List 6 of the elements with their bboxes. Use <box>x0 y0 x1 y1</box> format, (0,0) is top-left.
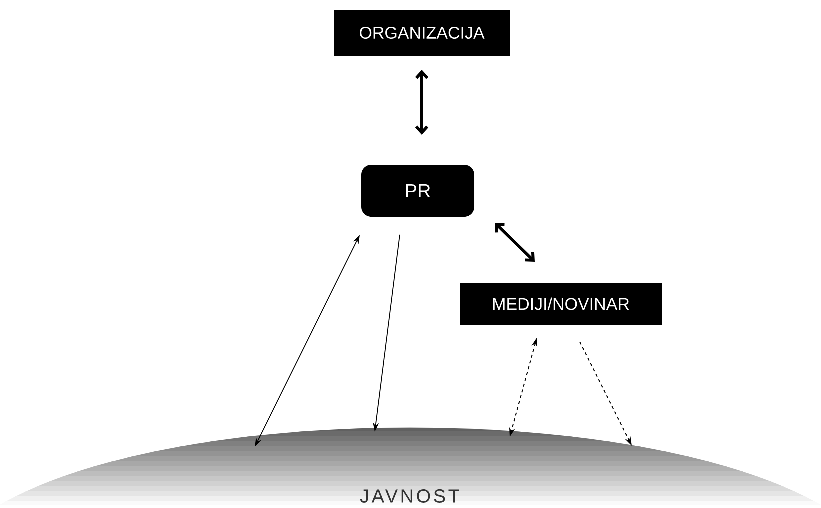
arrow <box>495 222 535 262</box>
arrow <box>415 70 429 135</box>
label-box: MEDIJI/NOVINAR <box>460 282 662 325</box>
node-label: JAVNOST <box>360 490 460 503</box>
label-box: ORGANIZACIJA <box>334 10 510 56</box>
rounded-box: PR <box>362 165 474 217</box>
